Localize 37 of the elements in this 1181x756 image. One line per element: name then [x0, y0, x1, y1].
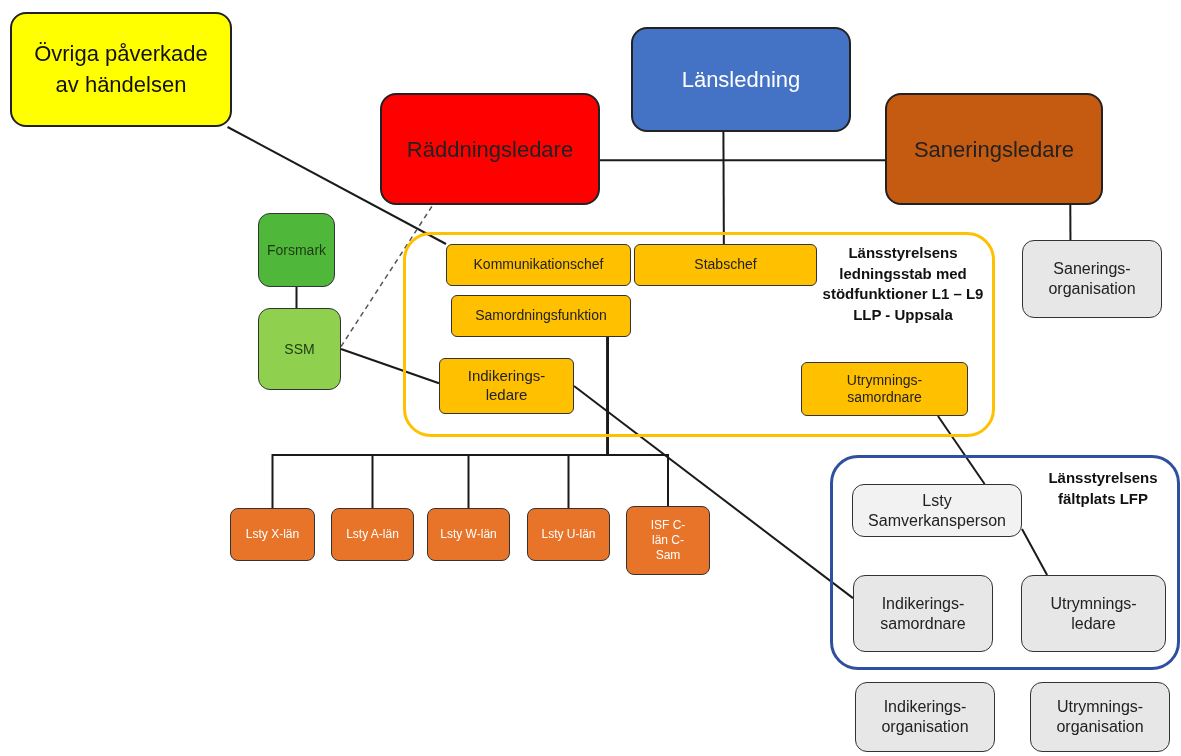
- role-box: Länsledning: [631, 27, 851, 132]
- connector-line: [295, 286, 298, 309]
- connector-line: [599, 159, 886, 162]
- group-heading: Länsstyrelsens ledningsstab med stödfunktioner L1 – L9 LLP - Uppsala: [821, 243, 985, 325]
- connector-line: [226, 126, 447, 245]
- role-box: Lsty X-län: [230, 508, 315, 561]
- role-box: Lsty A-län: [331, 508, 414, 561]
- role-box: Räddningsledare: [380, 93, 600, 205]
- role-box: Indikerings-samordnare: [853, 575, 993, 652]
- role-box: Övriga påverkade av händelsen: [10, 12, 232, 127]
- role-box: ISF C-län C-Sam: [626, 506, 710, 575]
- role-box: Samordningsfunktion: [451, 295, 631, 337]
- group-frame: [830, 455, 1180, 670]
- role-box: Kommunikationschef: [446, 244, 631, 286]
- dashed-connector: [340, 204, 434, 348]
- connector-line: [606, 336, 669, 507]
- connector-line: [1069, 204, 1072, 241]
- role-box: Indikerings-ledare: [439, 358, 574, 414]
- role-box: Saneringsledare: [885, 93, 1103, 205]
- role-box: Stabschef: [634, 244, 817, 286]
- role-box: Lsty U-län: [527, 508, 610, 561]
- role-box: Lsty W-län: [427, 508, 510, 561]
- connector-line: [340, 348, 440, 385]
- group-heading: Länsstyrelsens fältplats LFP: [1047, 468, 1159, 509]
- role-box: Forsmark: [258, 213, 335, 287]
- group-frame: [403, 232, 995, 437]
- role-box: Lsty Samverkansperson: [852, 484, 1022, 537]
- connector-line: [1021, 528, 1049, 576]
- role-box: Utrymnings-organisation: [1030, 682, 1170, 752]
- role-box: SSM: [258, 308, 341, 390]
- connector-line: [573, 385, 854, 600]
- role-box: Indikerings-organisation: [855, 682, 995, 752]
- connector-line: [722, 131, 725, 245]
- connector-line: [936, 415, 986, 485]
- role-box: Utrymnings-samordnare: [801, 362, 968, 416]
- role-box: Sanerings-organisation: [1022, 240, 1162, 318]
- role-box: Utrymnings-ledare: [1021, 575, 1166, 652]
